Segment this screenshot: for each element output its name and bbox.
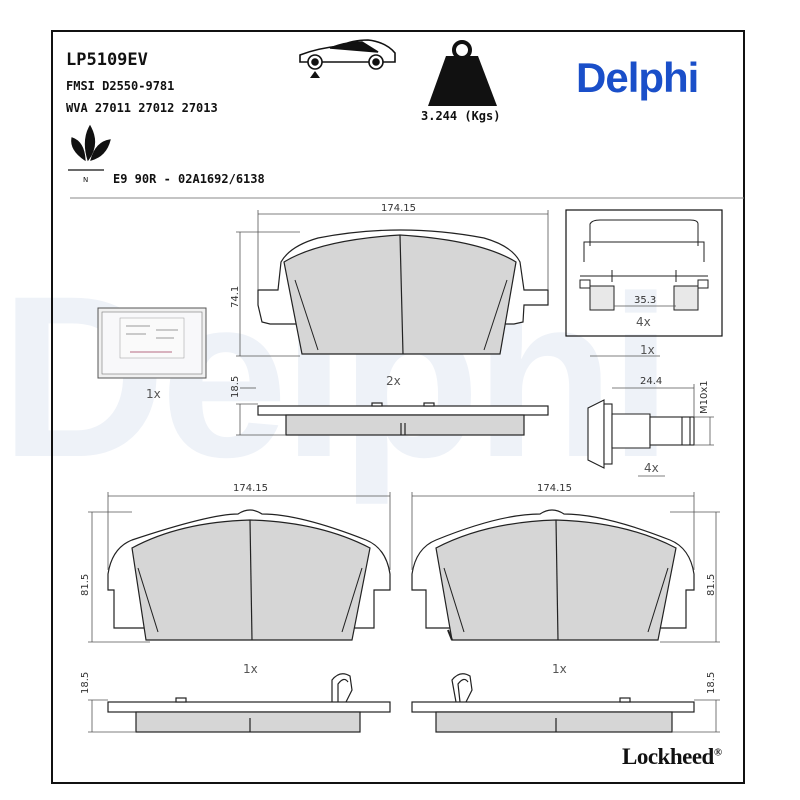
right-pad-qty: 1x — [552, 662, 567, 676]
part-code: LP5109EV — [66, 50, 148, 70]
right-pad-height-label: 81.5 — [706, 573, 717, 596]
left-pad-height-label: 81.5 — [80, 573, 91, 596]
top-pad-width-label: 174.15 — [381, 203, 416, 214]
bolt-length-label: 24.4 — [640, 376, 663, 387]
top-pad-front-view — [257, 229, 549, 355]
left-pad-qty: 1x — [243, 662, 258, 676]
leaf-icon: N — [68, 124, 111, 184]
spring-clip-drawing — [565, 209, 723, 337]
top-pad-height-label: 74.1 — [230, 285, 241, 308]
page-frame — [51, 30, 745, 784]
top-pad-qty: 2x — [386, 374, 401, 388]
wva-reference: WVA 27011 27012 27013 — [66, 101, 218, 115]
accessory-kit-pack-image — [97, 307, 207, 379]
car-front-axle-icon — [299, 39, 396, 78]
left-pad-thickness-label: 18.5 — [80, 671, 91, 694]
bolt-thread-label: M10x1 — [699, 380, 710, 414]
lockheed-wordmark: Lockheed — [622, 744, 714, 769]
delphi-logo: Delphi — [576, 54, 699, 101]
left-pad-side-view — [107, 673, 391, 733]
bolt-qty: 4x — [644, 461, 659, 475]
right-pad-side-view — [411, 673, 695, 733]
spring-clip-inner-qty: 4x — [636, 315, 651, 329]
kit-pack-qty: 1x — [146, 387, 161, 401]
top-pad-side-view — [257, 402, 549, 436]
right-pad-width-label: 174.15 — [537, 483, 572, 494]
fmsi-reference: FMSI D2550-9781 — [66, 79, 175, 93]
svg-text:N: N — [83, 176, 88, 184]
spring-clip-dim: 35.3 — [634, 295, 657, 306]
spring-clip-qty: 1x — [640, 343, 655, 357]
approval-number: E9 90R - 02A1692/6138 — [113, 172, 265, 186]
lockheed-logo: Lockheed® — [622, 744, 722, 770]
right-pad-front-view — [411, 509, 695, 641]
weight-value: 3.244 (Kgs) — [421, 109, 501, 123]
guide-bolt-drawing — [587, 399, 695, 469]
registered-mark: ® — [713, 746, 722, 759]
top-pad-dimension-lines — [236, 210, 549, 357]
left-pad-width-label: 174.15 — [233, 483, 268, 494]
right-pad-thickness-label: 18.5 — [706, 671, 717, 694]
left-pad-front-view — [107, 509, 391, 641]
top-pad-thickness-label: 18.5 — [230, 375, 241, 398]
weight-icon — [428, 40, 497, 106]
